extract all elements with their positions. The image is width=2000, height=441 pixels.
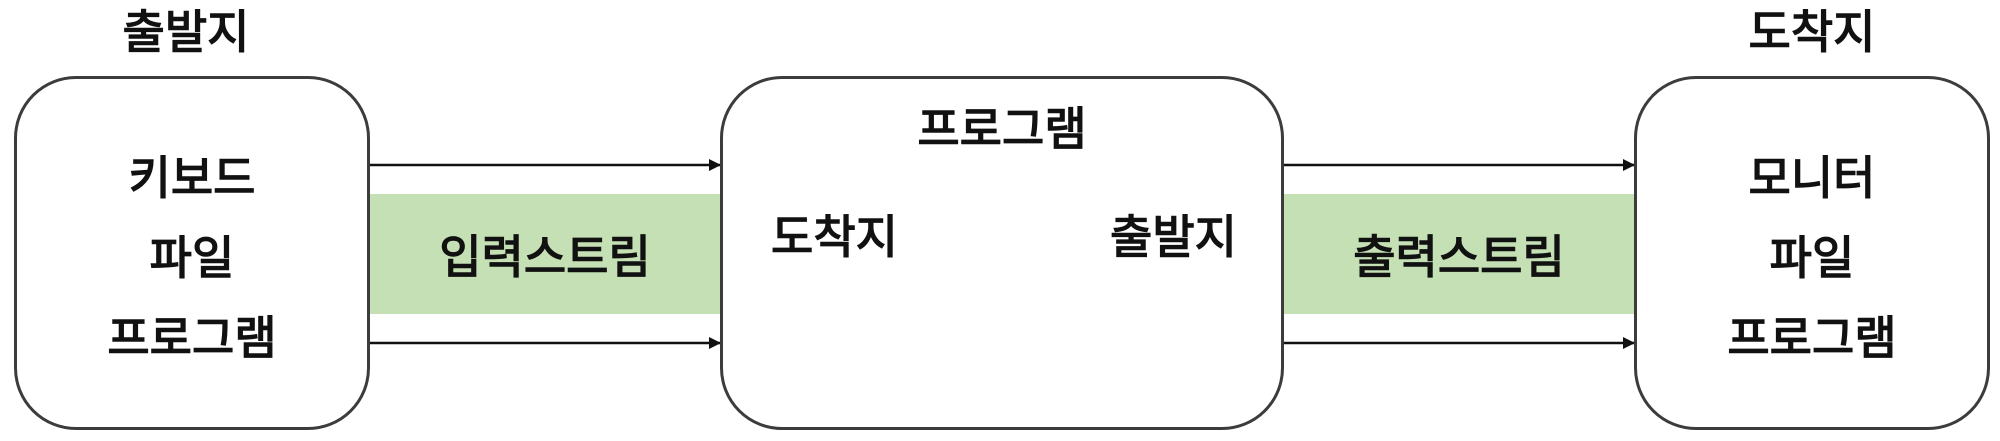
- program-title: 프로그램: [917, 102, 1087, 156]
- source-item: 프로그램: [107, 311, 277, 365]
- source-heading: 출발지: [122, 5, 250, 59]
- destination-item: 프로그램: [1727, 311, 1897, 365]
- program-arrival-label: 도착지: [771, 210, 898, 264]
- destination-item: 모니터: [1748, 151, 1876, 205]
- program-box: 프로그램 도착지 출발지: [720, 76, 1284, 430]
- output-stream-band: 출력스트림: [1282, 194, 1636, 314]
- destination-item: 파일: [1769, 231, 1855, 285]
- source-item: 키보드: [128, 151, 256, 205]
- source-item-list: 키보드 파일 프로그램: [17, 138, 367, 378]
- destination-item-list: 모니터 파일 프로그램: [1637, 138, 1987, 378]
- output-stream-label: 출력스트림: [1353, 230, 1565, 284]
- source-box: 키보드 파일 프로그램: [14, 76, 370, 430]
- destination-box: 모니터 파일 프로그램: [1634, 76, 1990, 430]
- program-departure-label: 출발지: [1110, 210, 1237, 264]
- source-item: 파일: [149, 231, 235, 285]
- input-stream-label: 입력스트림: [439, 230, 651, 284]
- destination-heading: 도착지: [1748, 5, 1876, 59]
- input-stream-band: 입력스트림: [368, 194, 722, 314]
